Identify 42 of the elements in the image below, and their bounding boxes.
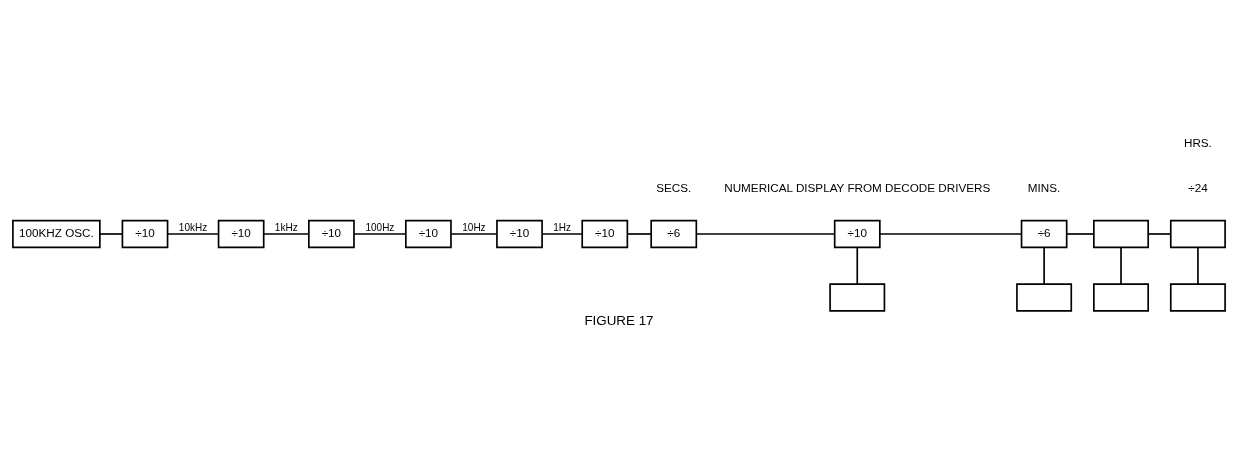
edge-label: 1Hz xyxy=(553,222,572,234)
connector xyxy=(856,246,859,285)
connector xyxy=(450,233,498,235)
node-box: 100KHZ OSC. xyxy=(12,219,101,249)
node-box xyxy=(1169,283,1226,312)
connector xyxy=(1043,246,1045,285)
node-box: ÷10 xyxy=(121,219,169,249)
label: NUMERICAL DISPLAY FROM DECODE DRIVERS xyxy=(724,180,991,194)
connector xyxy=(166,233,220,235)
label: HRS. xyxy=(1183,135,1212,149)
node-box: ÷10 xyxy=(496,219,543,249)
node-box: ÷6 xyxy=(650,219,698,249)
node-box: ÷10 xyxy=(308,219,355,249)
connector xyxy=(1147,233,1172,235)
label: MINS. xyxy=(1027,180,1061,194)
connector xyxy=(353,233,407,235)
node-box: ÷10 xyxy=(217,219,265,249)
node-box xyxy=(1169,219,1226,249)
node-box: ÷10 xyxy=(833,219,881,249)
connector xyxy=(626,233,652,235)
node-box xyxy=(1093,219,1150,249)
connector xyxy=(1197,246,1199,285)
connector xyxy=(1065,233,1095,235)
connector xyxy=(263,233,310,235)
connector xyxy=(1120,246,1122,285)
edge-label: 1kHz xyxy=(274,222,298,234)
node-box: ÷10 xyxy=(405,219,452,249)
edge-label: 100Hz xyxy=(365,222,395,234)
node-box: ÷10 xyxy=(581,219,629,249)
connector xyxy=(695,233,836,235)
node-box xyxy=(1093,283,1150,312)
label: SECS. xyxy=(656,180,692,194)
connector xyxy=(99,233,124,235)
label: ÷24 xyxy=(1188,180,1208,194)
node-box xyxy=(1016,283,1073,312)
edge-label: 10Hz xyxy=(462,222,486,234)
node-box: ÷6 xyxy=(1020,219,1068,249)
edge-label: 10kHz xyxy=(178,222,208,234)
connector xyxy=(541,233,583,235)
node-box xyxy=(829,283,886,312)
caption: FIGURE 17 xyxy=(584,312,654,328)
connector xyxy=(879,233,1023,235)
